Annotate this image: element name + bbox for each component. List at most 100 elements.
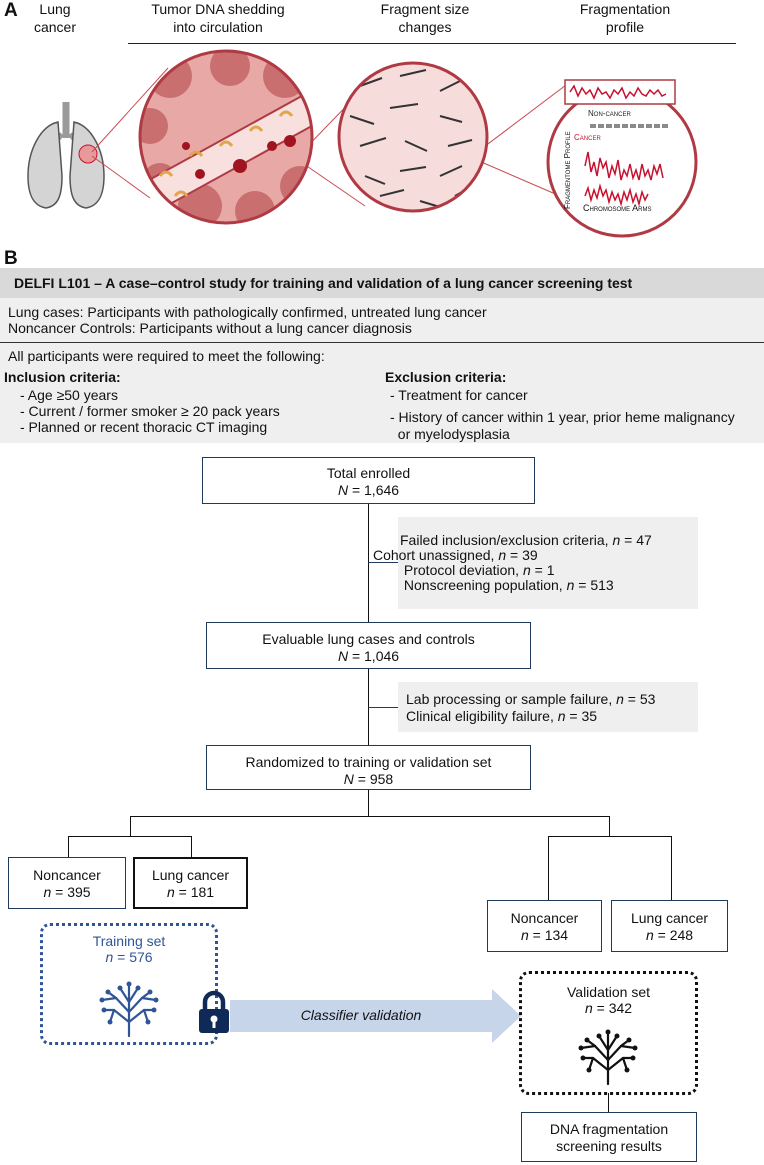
exclusions-note-1: Failed inclusion/exclusion criteria, n =… [373,517,698,609]
lungs-icon [27,102,105,209]
header-line: into circulation [173,19,263,35]
profile-y-label: Fragmentome Profile [563,131,572,209]
exclusions-note-2: Lab processing or sample failure, n = 53… [398,682,698,732]
box-count: N = 1,046 [207,648,530,665]
profile-noncancer-label: Non-cancer [588,109,631,118]
flow-line [368,707,398,708]
vessel-circle [138,49,314,225]
exclusion-line: Failed inclusion/exclusion criteria, n =… [400,533,698,548]
study-title-bar: DELFI L101 – A case–control study for tr… [0,268,764,298]
dna-fragments-circle [337,61,489,213]
box-label: Validation set [566,984,650,1000]
box-label: Noncancer [510,910,579,926]
count-symbol: n [166,884,175,900]
results-box: DNA fragmentation screening results [521,1112,697,1162]
count-value: = 342 [592,1000,633,1016]
count-symbol: n [645,927,654,943]
header-line: Tumor DNA shedding [151,1,285,17]
profile-circle [546,79,698,238]
box-count: n = 181 [135,884,246,901]
box-count: n = 576 [40,949,218,965]
randomized-box: Randomized to training or validation set… [206,745,531,790]
count-symbol: n [43,884,52,900]
box-count: n = 342 [519,1000,698,1016]
inclusion-item: - Current / former smoker ≥ 20 pack year… [20,403,280,419]
exclusion-line: Clinical eligibility failure, n = 35 [406,708,698,725]
ai-tree-icon [99,981,159,1038]
evaluable-box: Evaluable lung cases and controls N = 1,… [206,622,531,669]
connector-line [91,67,169,153]
classifier-validation-arrow [230,989,521,1043]
count-value: = 1,646 [348,482,400,498]
count-value: = 395 [51,884,91,900]
val-cancer-box: Lung cancer n = 248 [611,900,728,952]
exclusion-item: - History of cancer within 1 year, prior… [390,409,735,425]
exclusion-line: Nonscreening population, n = 513 [400,578,698,593]
panel-b-letter: B [4,248,18,269]
study-title: DELFI L101 – A case–control study for tr… [14,275,633,291]
train-noncancer-box: Noncancer n = 395 [8,857,126,909]
inclusion-heading: Inclusion criteria: [4,369,121,385]
count-value: = 39 [506,547,538,563]
box-label: Lung cancer [630,910,709,926]
flow-line [130,816,131,836]
box-count: N = 1,646 [203,482,534,499]
definitions-block: Lung cases: Participants with pathologic… [0,298,764,343]
box-count: n = 248 [612,927,727,944]
panel-a-letter: A [4,0,18,21]
box-label: DNA fragmentation [549,1121,669,1137]
count-symbol: n [498,547,507,563]
definition-lung-cases: Lung cases: Participants with pathologic… [8,304,487,320]
profile-cancer-label: Cancer [574,133,601,142]
header-rule [128,43,736,44]
box-label: Noncancer [33,867,101,883]
count-value: = 576 [113,949,153,965]
count-value: = 181 [174,884,215,900]
count-symbol: N [343,771,354,787]
box-count: N = 958 [207,771,530,788]
exclusion-line: Lab processing or sample failure, n = 53 [406,691,698,708]
count-value: = 134 [528,927,569,943]
validation-set-box [519,971,698,1095]
ai-tree-icon [578,1029,638,1086]
definition-controls: Noncancer Controls: Participants without… [8,320,412,336]
header-line: Fragment size [380,1,470,17]
exclusion-text: Clinical eligibility failure, [406,708,558,724]
exclusion-line: Cohort unassigned, n = 39 [373,548,698,563]
count-symbol: N [337,482,349,498]
count-symbol: n [105,949,114,965]
exclusion-item: - Treatment for cancer [390,387,528,403]
count-symbol: n [520,927,529,943]
exclusion-text: Cohort unassigned, [373,547,499,563]
exclusion-line: Protocol deviation, n = 1 [400,563,698,578]
count-value: = 35 [565,708,598,724]
count-value: = 1 [530,562,555,578]
connector-line [297,159,366,207]
count-symbol: n [522,562,531,578]
total-enrolled-box: Total enrolled N = 1,646 [202,457,535,504]
count-symbol: n [557,708,566,724]
header-fragmentation-profile: Fragmentation profile [555,0,695,36]
count-symbol: N [337,648,349,664]
box-label: Randomized to training or validation set [245,754,492,770]
header-line: Lung [39,1,71,17]
flow-line [608,1093,609,1113]
flow-line [191,836,192,858]
flow-line [368,789,369,816]
box-label: Total enrolled [326,465,411,481]
criteria-intro: All participants were required to meet t… [8,348,325,364]
exclusion-text: Protocol deviation, [400,562,523,578]
flow-line [368,562,398,563]
flow-line [548,836,672,837]
header-line: changes [398,19,452,35]
flow-line [609,816,610,836]
count-symbol: n [566,577,575,593]
header-line: Fragmentation [579,1,671,17]
inclusion-item: - Age ≥50 years [20,387,118,403]
profile-x-label: Chromosome Arms [583,203,652,213]
flow-line [671,836,672,901]
connector-line [471,157,561,197]
count-value: = 1,046 [348,648,400,664]
box-label: Training set [92,933,166,949]
box-label: Lung cancer [151,867,230,883]
